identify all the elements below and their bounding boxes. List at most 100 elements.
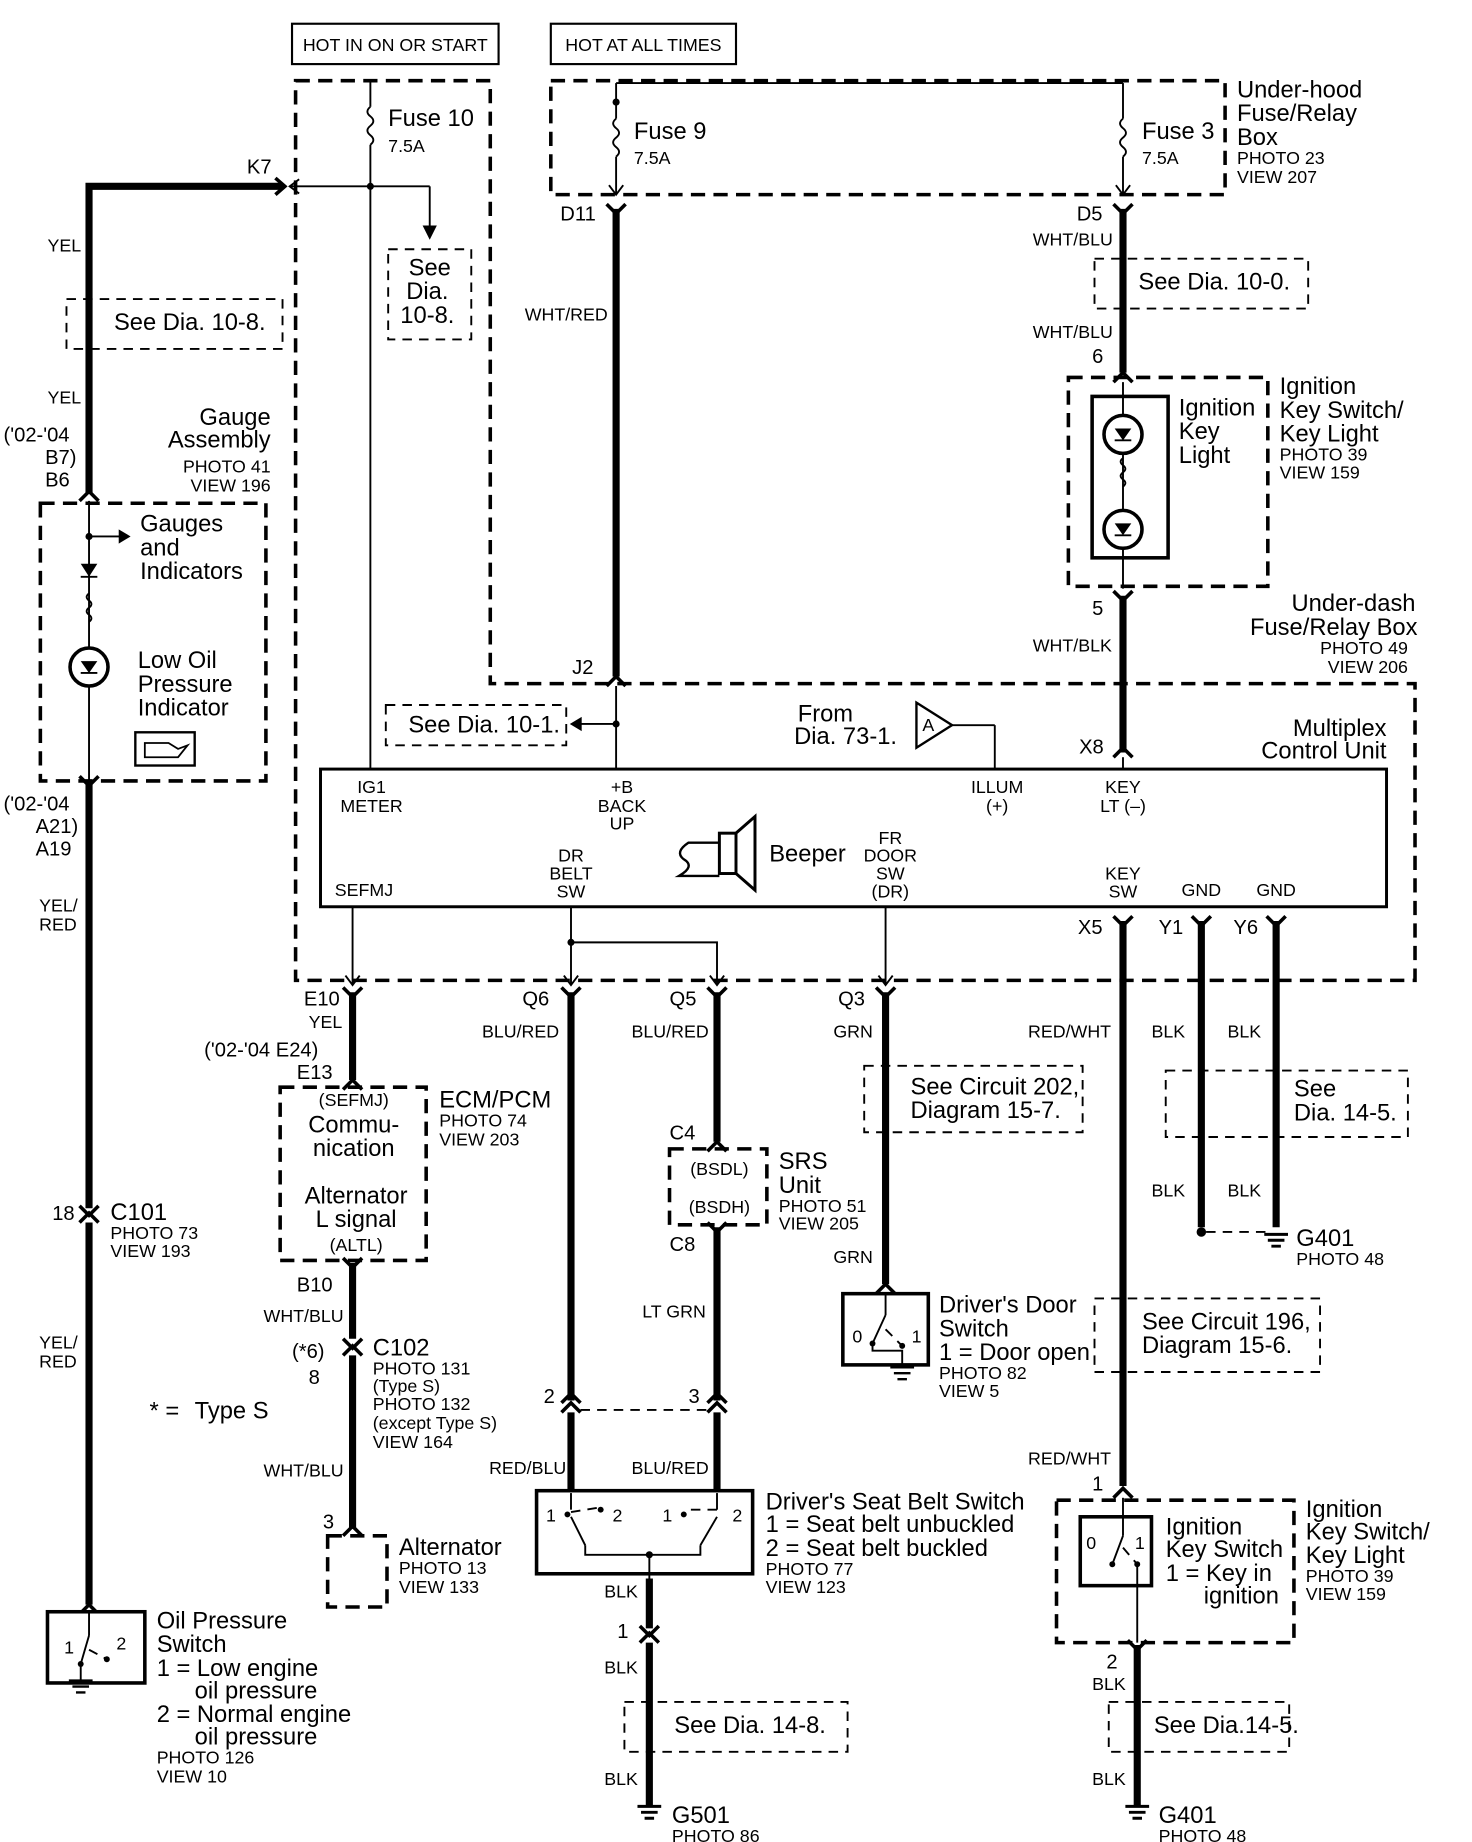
beeper-icon [674, 813, 757, 894]
diagram-stroke [103, 1656, 110, 1663]
refs-dia100-label: See Dia. 10-0. [1138, 270, 1290, 296]
ign-switch-l1-label: Ignition [1166, 1515, 1242, 1541]
wires-grn-label: GRN [833, 1247, 873, 1267]
oil-switch-l5-label: 2 = Normal engine [157, 1702, 352, 1728]
note-type-label: Type S [195, 1398, 269, 1424]
ign-switch-l4-label: ignition [1204, 1583, 1279, 1609]
diagram-stroke [118, 529, 131, 544]
diagram-stroke [79, 1635, 90, 1665]
c101-photo-label: PHOTO 73 [110, 1223, 198, 1243]
ecm-a2-label: L signal [316, 1207, 397, 1233]
ign-switch-photo-label: PHOTO 39 [1306, 1566, 1394, 1586]
diagram-stroke [80, 661, 98, 673]
terminals-a19-alt2-label: A21) [36, 816, 79, 838]
terminal-k7: K7 [247, 156, 272, 178]
ref-dia-10-8-right [387, 248, 473, 341]
diagram-stroke [706, 1390, 728, 1405]
refs-dia145a-label: See [1294, 1077, 1336, 1103]
g401-lower-ground-icon [1125, 1804, 1150, 1820]
gauge-o3-label: Indicator [138, 696, 229, 722]
wires-blk-label: BLK [1092, 1674, 1126, 1694]
terminals-c101-pin-label: 18 [52, 1203, 74, 1225]
diagram-stroke [608, 184, 1131, 197]
mcu-meter-label: METER [340, 796, 402, 816]
ignition-light-r2-label: Key Switch/ [1280, 398, 1404, 424]
g401b-name-label: G401 [1159, 1803, 1217, 1829]
terminals-alt3-label: 3 [323, 1512, 334, 1534]
srs-view-label: VIEW 205 [779, 1214, 859, 1234]
diagram-stroke [341, 1523, 364, 1538]
wires-blk-label: BLK [604, 1769, 638, 1789]
mcu-b3-label: UP [610, 814, 635, 834]
terminals-c102-pin-label: 8 [309, 1367, 320, 1389]
c102-photo2-label: PHOTO 132 [373, 1394, 471, 1414]
fuse-3-symbol [1119, 117, 1127, 158]
diagram-stroke [717, 831, 738, 876]
ign-switch-view-label: VIEW 159 [1306, 1584, 1386, 1604]
c102-except-label: (except Type S) [373, 1413, 497, 1433]
ignition-light-l1-label: Ignition [1179, 395, 1255, 421]
oil-switch-ground-icon [68, 1679, 93, 1694]
wires-whtblu-label: WHT/BLU [1033, 230, 1113, 250]
terminals-a19-alt-label: ('02-'04 [4, 794, 70, 816]
ign-switch-r2-label: Key Switch/ [1306, 1519, 1430, 1545]
mcu-b2-label: BACK [598, 796, 647, 816]
mcu-keysw2-label: SW [1109, 881, 1138, 901]
refs-c202b-label: Diagram 15-7. [911, 1098, 1061, 1124]
wires-red-label: RED [39, 914, 77, 934]
ignition-key-light-assembly [1066, 375, 1270, 589]
ignition-light-view-label: VIEW 159 [1280, 462, 1360, 482]
wires-yelred-label: YEL/ [39, 1332, 78, 1352]
g401a-photo-label: PHOTO 48 [1296, 1249, 1384, 1269]
seatbelt-b2-label: 2 [732, 1506, 742, 1526]
oil-pressure-switch [45, 1609, 147, 1685]
wires-yel-label: YEL [309, 1012, 343, 1032]
diagram-stroke [563, 975, 725, 987]
terminal-e10: E10 [304, 988, 340, 1010]
refs-dia148-label: See Dia. 14-8. [674, 1713, 826, 1739]
hot-all-times-label: HOT AT ALL TIMES [565, 35, 721, 55]
alternator-name-label: Alternator [399, 1535, 502, 1561]
diagram-stroke [560, 1390, 582, 1405]
seatbelt-l3-label: 2 = Seat belt buckled [766, 1536, 988, 1562]
terminals-b6-alt2-label: B7) [45, 447, 76, 469]
wires-blk-label: BLK [604, 1657, 638, 1677]
c101-name-label: C101 [110, 1200, 167, 1226]
diagram-stroke [899, 1342, 906, 1349]
refs-dia-label: Dia. [406, 279, 448, 305]
hot-all-times-box [549, 22, 738, 66]
diagram-stroke [584, 1545, 702, 1556]
oil-switch-l4-label: oil pressure [195, 1678, 318, 1704]
ecm-c2-label: nication [313, 1136, 395, 1162]
ign-switch-l3-label: 1 = Key in [1166, 1561, 1272, 1587]
ign-switch-r1-label: Ignition [1306, 1497, 1382, 1523]
diagram-stroke [80, 563, 98, 577]
door-switch-photo-label: PHOTO 82 [939, 1363, 1027, 1383]
mcu-keysw1-label: KEY [1105, 863, 1141, 883]
refs-dia145b-label: Dia. 14-5. [1294, 1100, 1397, 1126]
underhood-box-view: VIEW 207 [1237, 167, 1317, 187]
wire-yel-k7 [85, 182, 283, 494]
underhood-box-outline [549, 78, 1227, 197]
diagram-stroke [699, 1516, 718, 1546]
diagram-stroke [274, 176, 288, 196]
diagram-stroke [288, 178, 300, 195]
gauge-assembly-box [38, 501, 268, 783]
terminal-x8: X8 [1079, 737, 1104, 759]
srs-title-label: SRS [779, 1149, 828, 1175]
diagram-stroke [735, 813, 757, 894]
diagram-stroke [1111, 1535, 1124, 1565]
underdash-box-line2-label: Fuse/Relay Box [1250, 615, 1418, 641]
hot-on-start-label: HOT IN ON OR START [303, 35, 488, 55]
g501-ground-icon [637, 1804, 662, 1820]
oil-switch-photo-label: PHOTO 126 [157, 1748, 255, 1768]
ignition-light-l3-label: Light [1179, 443, 1231, 469]
diagram-stroke [570, 1516, 587, 1546]
gauge-g1-label: Gauges [140, 512, 223, 538]
wires-blk-label: BLK [1227, 1180, 1261, 1200]
underdash-box-view-label: VIEW 206 [1328, 657, 1408, 677]
door-switch-l3-label: 1 = Door open [939, 1340, 1090, 1366]
refs-from1-label: From [798, 702, 853, 728]
oil-switch-p2-label: 2 [116, 1634, 126, 1654]
hot-on-start-box [290, 22, 500, 66]
